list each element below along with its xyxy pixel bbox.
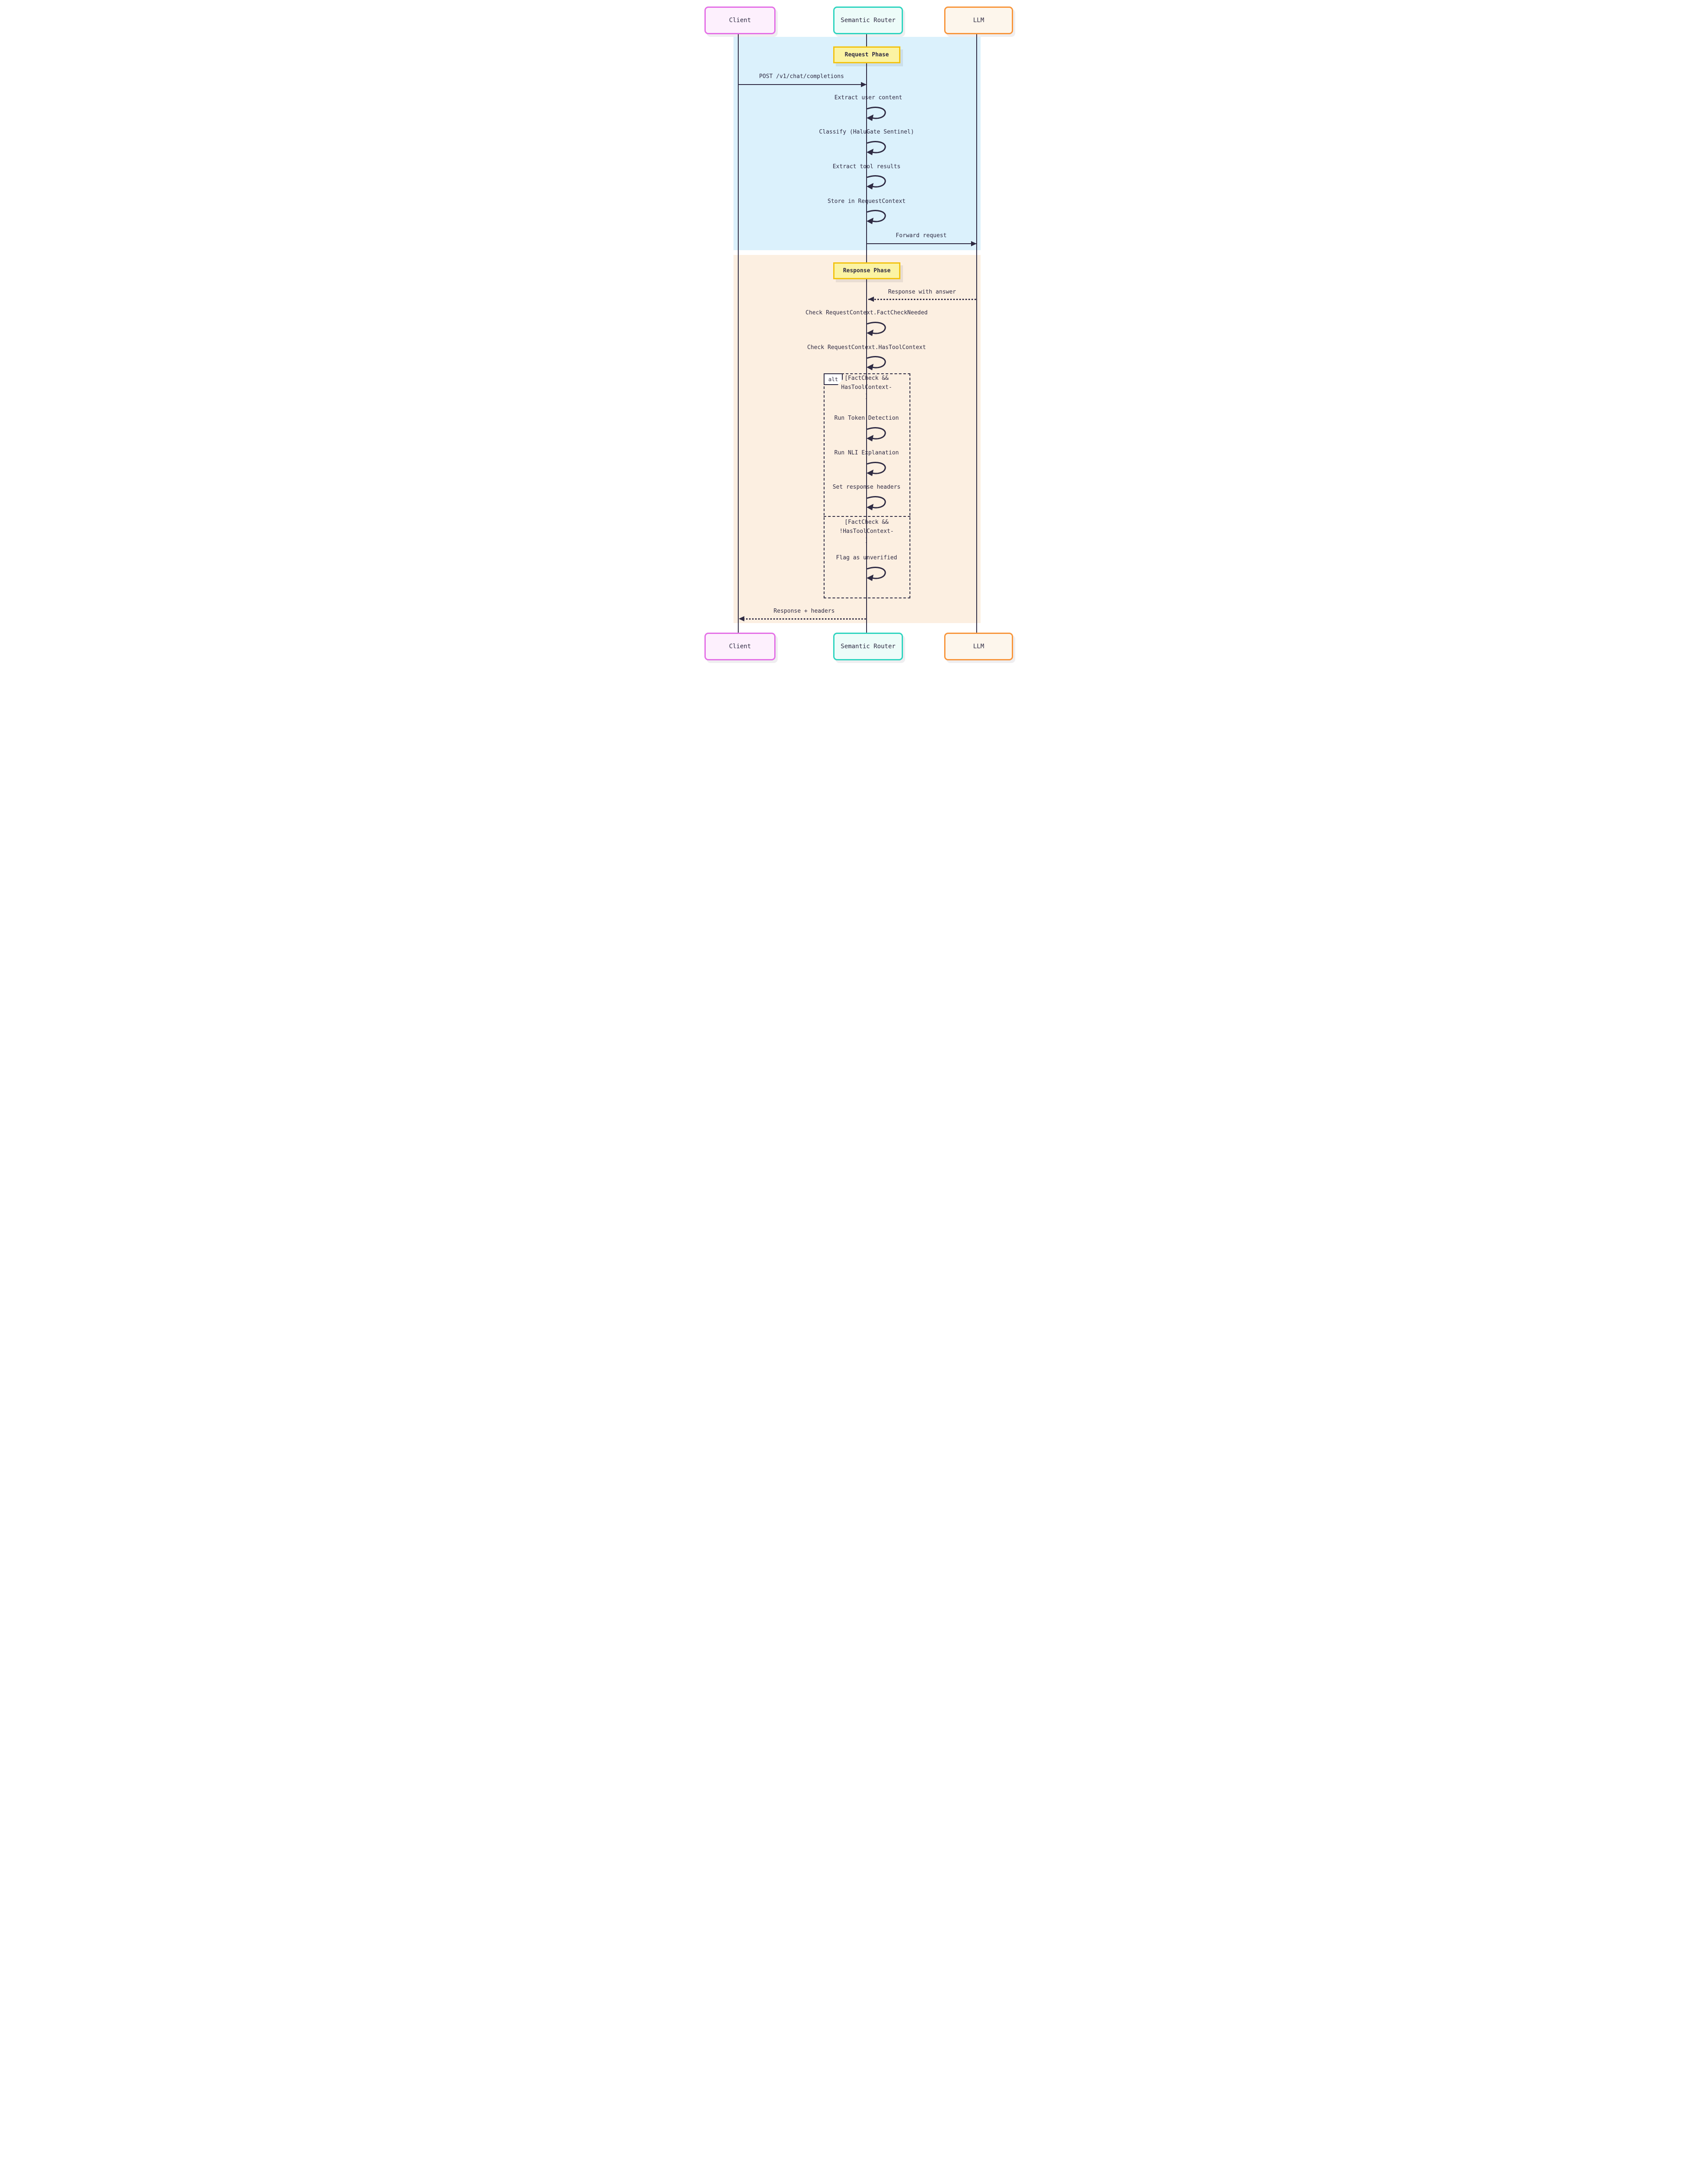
response-phase-label: Response Phase — [833, 262, 900, 279]
message-set-headers: Set response headers — [832, 484, 901, 490]
arrowhead-right-icon — [971, 241, 977, 246]
alt-else-divider — [824, 516, 910, 517]
self-loop-arrow — [867, 175, 886, 189]
participant-label: Client — [729, 643, 751, 650]
alt-keyword-tag: alt — [824, 373, 843, 385]
arrow-response-answer-line — [868, 299, 977, 300]
arrow-forward-line — [867, 243, 977, 244]
message-run-token: Run Token Detection — [834, 415, 899, 421]
self-loop-arrow — [867, 496, 886, 510]
arrowhead-left-icon — [739, 616, 744, 621]
self-loop-arrow — [867, 141, 886, 155]
message-response-answer: Response with answer — [888, 289, 956, 295]
participant-label: Semantic Router — [841, 643, 896, 650]
message-post: POST /v1/chat/completions — [759, 73, 844, 80]
message-store-context: Store in RequestContext — [827, 198, 906, 205]
phase-label-text: Request Phase — [844, 52, 889, 58]
participant-label: Client — [729, 17, 751, 24]
participant-label: LLM — [973, 643, 984, 650]
lifeline-client — [738, 32, 739, 633]
response-phase-band — [733, 255, 981, 623]
lifeline-semantic-router — [866, 32, 867, 633]
participant-llm-top: LLM — [944, 7, 1013, 34]
request-phase-label: Request Phase — [833, 46, 900, 63]
self-loop-arrow — [867, 462, 886, 476]
participant-semantic-router-bottom: Semantic Router — [833, 633, 903, 660]
sequence-diagram: Client Semantic Router LLM Client Semant… — [683, 0, 1025, 666]
self-loop-arrow — [867, 322, 886, 336]
self-loop-arrow — [867, 427, 886, 441]
message-check-hastool: Check RequestContext.HasToolContext — [807, 344, 926, 351]
self-loop-arrow — [867, 356, 886, 370]
arrowhead-left-icon — [868, 297, 874, 302]
arrowhead-right-icon — [861, 82, 867, 87]
self-loop-arrow — [867, 567, 886, 581]
request-phase-band — [733, 37, 981, 250]
participant-llm-bottom: LLM — [944, 633, 1013, 660]
participant-label: LLM — [973, 17, 984, 24]
arrow-response-headers-line — [740, 618, 867, 620]
participant-client-top: Client — [704, 7, 776, 34]
message-run-nli: Run NLI Explanation — [834, 450, 899, 456]
participant-semantic-router-top: Semantic Router — [833, 7, 903, 34]
message-classify: Classify (HaluGate Sentinel) — [819, 129, 914, 135]
phase-label-text: Response Phase — [843, 268, 891, 274]
alt-if-condition: [FactCheck && HasToolContext- ] — [841, 375, 892, 400]
participant-label: Semantic Router — [841, 17, 896, 24]
alt-else-condition: [FactCheck && !HasToolContext- ] — [839, 519, 894, 544]
message-flag-unverified: Flag as unverified — [836, 555, 897, 561]
arrow-post-line — [738, 84, 867, 85]
message-extract-user: Extract user content — [834, 95, 903, 101]
message-forward: Forward request — [896, 232, 947, 239]
message-response-headers: Response + headers — [773, 608, 835, 614]
message-extract-tool: Extract tool results — [832, 163, 901, 170]
alt-keyword-text: alt — [828, 376, 838, 382]
self-loop-arrow — [867, 210, 886, 224]
message-check-factcheck: Check RequestContext.FactCheckNeeded — [805, 310, 928, 316]
participant-client-bottom: Client — [704, 633, 776, 660]
alt-frame — [824, 373, 910, 598]
self-loop-arrow — [867, 107, 886, 121]
lifeline-llm — [976, 32, 977, 633]
